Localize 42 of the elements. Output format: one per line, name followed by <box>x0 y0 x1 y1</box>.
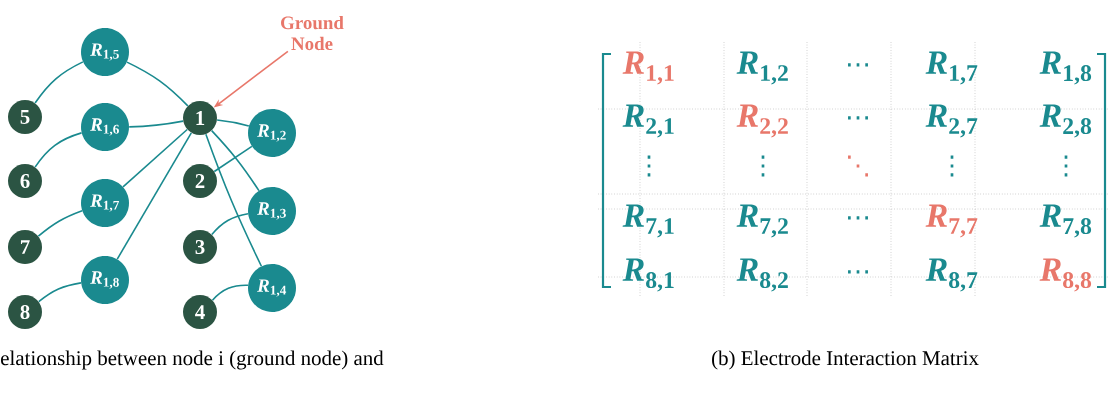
ellipsis: ⋱ <box>848 155 868 177</box>
ellipsis: ⋯ <box>848 270 868 274</box>
connector-line <box>116 132 193 260</box>
connector-line <box>37 210 83 238</box>
matrix-entry: R$_{7,2}$ <box>736 204 788 238</box>
ellipsis: ⋯ <box>848 216 868 220</box>
matrix-entry: R$_{1,1}$ <box>622 51 674 85</box>
caption: (b) Electrode Interaction Matrix <box>712 350 979 370</box>
connector-line <box>205 133 263 268</box>
connector-line <box>211 284 249 301</box>
ellipsis: ⋮ <box>950 155 954 177</box>
matrix-entry: R$_{2,2}$ <box>736 104 788 138</box>
ellipsis: ⋮ <box>1064 155 1068 177</box>
connector-line <box>211 212 249 236</box>
connector-line <box>128 120 184 128</box>
ellipsis: ⋮ <box>647 155 651 177</box>
matrix-entry: R$_{7,7}$ <box>925 204 978 238</box>
connector-line <box>122 128 188 188</box>
ellipsis: ⋮ <box>761 155 765 177</box>
connector-line <box>216 119 250 127</box>
matrix-entry: R$_{8,1}$ <box>622 258 674 292</box>
matrix-entry: R$_{8,2}$ <box>736 258 788 292</box>
matrix-entry: R$_{8,7}$ <box>925 258 978 292</box>
connector-line <box>37 282 82 303</box>
matrix-entry: R$_{1,7}$ <box>925 51 978 85</box>
matrix-entry: R$_{8,8}$ <box>1039 258 1092 292</box>
matrix-entry: R$_{7,1}$ <box>622 204 674 238</box>
matrix-entry: R$_{2,7}$ <box>925 104 978 138</box>
matrix-entry: R$_{2,8}$ <box>1039 104 1092 138</box>
matrix-entry: R$_{1,8}$ <box>1039 51 1092 85</box>
connector-line <box>34 61 84 104</box>
caption: elationship between node i (ground node) and <box>1 350 384 370</box>
connector-line <box>34 132 83 168</box>
matrix-entry: R$_{2,1}$ <box>622 104 674 138</box>
callout-label: Ground Node <box>281 15 344 51</box>
connector-line <box>210 129 260 192</box>
connector-line <box>213 145 253 173</box>
ellipsis: ⋯ <box>848 63 868 67</box>
matrix-entry: R$_{7,8}$ <box>1039 204 1092 238</box>
connector-line <box>126 61 189 107</box>
ellipsis: ⋯ <box>848 116 868 120</box>
matrix-entry: R$_{1,2}$ <box>736 51 788 85</box>
